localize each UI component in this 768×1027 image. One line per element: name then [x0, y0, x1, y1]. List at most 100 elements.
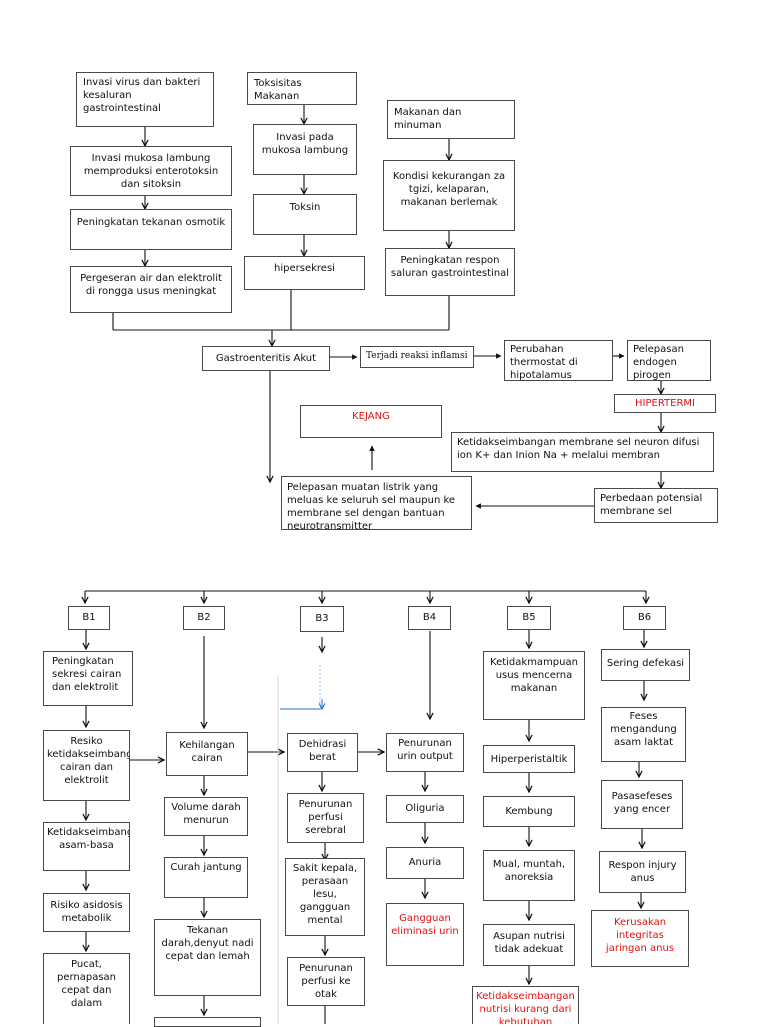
- b2-kehilangan-box: Kehilangan cairan: [166, 732, 248, 776]
- b5-header: B5: [507, 606, 551, 630]
- respon-gi-label: Peningkatan respon saluran gastrointesti…: [390, 255, 510, 279]
- b5-kembung-label: Kembung: [505, 806, 553, 817]
- b4-anuria-label: Anuria: [408, 857, 442, 868]
- b3-perfusi-otak-label: Penurunan perfusi ke otak: [299, 963, 353, 1000]
- b2-next-box: [154, 1017, 261, 1027]
- b1-resiko-label: Resiko ketidakseimbangan cairan dan elek…: [47, 736, 129, 786]
- kejang-label: KEJANG: [352, 411, 390, 422]
- b6-pasase-box: Pasasefeses yang encer: [601, 780, 683, 829]
- b1-sekresi-label: Peningkatan sekresi cairan dan elektroli…: [52, 656, 122, 693]
- invasi-mukosa-label: Invasi pada mukosa lambung: [261, 132, 349, 156]
- makanan-minuman-box: Makanan dan minuman: [387, 100, 515, 139]
- b5-asupan-box: Asupan nutrisi tidak adekuat: [483, 924, 575, 966]
- pelepasan-muatan-label: Pelepasan muatan listrik yang meluas ke …: [287, 482, 456, 530]
- b2-label: B2: [197, 612, 211, 623]
- pergeseran-air-box: Pergeseran air dan elektrolit di rongga …: [70, 266, 232, 313]
- b1-pucat-label: Pucat, pernapasan cepat dan dalam: [56, 959, 117, 1009]
- b4-gangguan-label: Gangguan eliminasi urin: [391, 913, 459, 937]
- kondisi-kurang-gizi-label: Kondisi kekurangan za tgizi, kelaparan, …: [392, 171, 506, 208]
- thermostat-box: Perubahan thermostat di hipotalamus: [504, 340, 613, 381]
- tekanan-osmotik-box: Peningkatan tekanan osmotik: [70, 209, 232, 250]
- reaksi-inflamsi-label: Terjadi reaksi inflamsi: [366, 351, 468, 361]
- b3-dehidrasi-box: Dehidrasi berat: [287, 733, 358, 772]
- ketidakseimbangan-membrane-label: Ketidakseimbangan membrane sel neuron di…: [457, 437, 700, 461]
- b3-header: B3: [300, 606, 344, 632]
- gastroenteritis-label: Gastroenteritis Akut: [215, 353, 317, 364]
- endogen-label: Pelepasan endogen pirogen: [633, 344, 684, 381]
- hipertermi-box: HIPERTERMI: [614, 394, 716, 413]
- b6-feses-label: Feses mengandung asam laktat: [610, 711, 677, 748]
- b6-respon-injury-label: Respon injury anus: [608, 860, 677, 884]
- toksisitas-label: Toksisitas Makanan: [254, 78, 302, 102]
- respon-gi-box: Peningkatan respon saluran gastrointesti…: [385, 248, 515, 296]
- b1-header: B1: [68, 606, 110, 630]
- b5-mual-box: Mual, muntah, anoreksia: [483, 850, 575, 901]
- b2-curah-label: Curah jantung: [170, 862, 242, 873]
- b6-kerusakan-label: Kerusakan integritas jaringan anus: [605, 917, 675, 954]
- b4-anuria-box: Anuria: [386, 847, 464, 879]
- b5-label: B5: [522, 612, 536, 623]
- kejang-box: KEJANG: [300, 405, 442, 438]
- invasi-mukosa-toksin-box: Invasi mukosa lambung memproduksi entero…: [70, 146, 232, 196]
- b4-header: B4: [408, 606, 451, 630]
- b1-pucat-box: Pucat, pernapasan cepat dan dalam: [43, 953, 130, 1024]
- b2-volume-darah-box: Volume darah menurun: [164, 797, 248, 836]
- b3-perfusi-serebral-box: Penurunan perfusi serebral: [287, 793, 364, 843]
- hipersekresi-box: hipersekresi: [244, 256, 365, 290]
- b6-respon-injury-box: Respon injury anus: [599, 851, 686, 893]
- b1-asam-basa-box: Ketidakseimbangan asam-basa: [43, 822, 130, 871]
- toksin-box: Toksin: [253, 194, 357, 235]
- b5-asupan-label: Asupan nutrisi tidak adekuat: [493, 931, 565, 955]
- hipertermi-label: HIPERTERMI: [635, 398, 695, 409]
- endogen-box: Pelepasan endogen pirogen: [627, 340, 711, 381]
- b4-oliguria-label: Oliguria: [405, 803, 445, 814]
- b5-kembung-box: Kembung: [483, 796, 575, 827]
- b2-header: B2: [183, 606, 225, 630]
- b3-sakit-kepala-label: Sakit kepala, perasaan lesu, gangguan me…: [292, 863, 358, 926]
- b1-asidosis-box: Risiko asidosis metabolik: [43, 893, 130, 932]
- b5-nutrisi-box: Ketidakseimbangan nutrisi kurang dari ke…: [472, 986, 579, 1024]
- b3-perfusi-otak-box: Penurunan perfusi ke otak: [287, 957, 365, 1006]
- b6-label: B6: [637, 612, 652, 623]
- pelepasan-muatan-box: Pelepasan muatan listrik yang meluas ke …: [281, 476, 472, 530]
- toksin-label: Toksin: [289, 202, 321, 213]
- b3-sakit-kepala-box: Sakit kepala, perasaan lesu, gangguan me…: [285, 858, 365, 936]
- hipersekresi-label: hipersekresi: [274, 263, 335, 274]
- b1-label: B1: [82, 612, 96, 623]
- invasi-mukosa-toksin-label: Invasi mukosa lambung memproduksi entero…: [83, 153, 219, 190]
- b6-defekasi-label: Sering defekasi: [606, 658, 685, 669]
- b4-oliguria-box: Oliguria: [386, 795, 464, 823]
- b2-tekanan-box: Tekanan darah,denyut nadi cepat dan lema…: [154, 919, 261, 996]
- b5-nutrisi-label: Ketidakseimbangan nutrisi kurang dari ke…: [476, 991, 575, 1024]
- b6-feses-box: Feses mengandung asam laktat: [601, 707, 686, 762]
- b6-header: B6: [623, 606, 666, 630]
- invasi-virus-label: Invasi virus dan bakteri kesaluran gastr…: [83, 77, 201, 114]
- pergeseran-air-label: Pergeseran air dan elektrolit di rongga …: [80, 273, 222, 297]
- b1-asam-basa-label: Ketidakseimbangan asam-basa: [47, 827, 129, 851]
- thermostat-label: Perubahan thermostat di hipotalamus: [510, 344, 578, 381]
- b3-label: B3: [315, 613, 329, 624]
- b3-dehidrasi-label: Dehidrasi berat: [298, 739, 347, 763]
- invasi-virus-box: Invasi virus dan bakteri kesaluran gastr…: [76, 72, 214, 127]
- b4-gangguan-box: Gangguan eliminasi urin: [386, 903, 464, 966]
- b2-kehilangan-label: Kehilangan cairan: [179, 740, 235, 764]
- b2-curah-box: Curah jantung: [164, 857, 248, 898]
- tekanan-osmotik-label: Peningkatan tekanan osmotik: [76, 217, 226, 228]
- reaksi-inflamsi-box: Terjadi reaksi inflamsi: [360, 346, 474, 368]
- gastroenteritis-box: Gastroenteritis Akut: [202, 346, 330, 371]
- b5-hiperperistaltik-label: Hiperperistaltik: [490, 754, 568, 765]
- b2-volume-darah-label: Volume darah menurun: [171, 802, 241, 826]
- b5-mual-label: Mual, muntah, anoreksia: [492, 859, 566, 883]
- b2-tekanan-label: Tekanan darah,denyut nadi cepat dan lema…: [161, 925, 254, 962]
- perbedaan-potensial-label: Perbedaan potensial membrane sel: [600, 493, 703, 517]
- b6-pasase-label: Pasasefeses yang encer: [611, 791, 673, 815]
- b1-resiko-box: Resiko ketidakseimbangan cairan dan elek…: [43, 730, 130, 801]
- kondisi-kurang-gizi-box: Kondisi kekurangan za tgizi, kelaparan, …: [383, 160, 515, 231]
- b5-hiperperistaltik-box: Hiperperistaltik: [483, 745, 575, 773]
- b4-urin-output-box: Penurunan urin output: [386, 733, 464, 772]
- invasi-mukosa-box: Invasi pada mukosa lambung: [253, 124, 357, 175]
- b6-kerusakan-box: Kerusakan integritas jaringan anus: [591, 910, 689, 967]
- ketidakseimbangan-membrane-box: Ketidakseimbangan membrane sel neuron di…: [451, 432, 714, 472]
- perbedaan-potensial-box: Perbedaan potensial membrane sel: [594, 488, 718, 523]
